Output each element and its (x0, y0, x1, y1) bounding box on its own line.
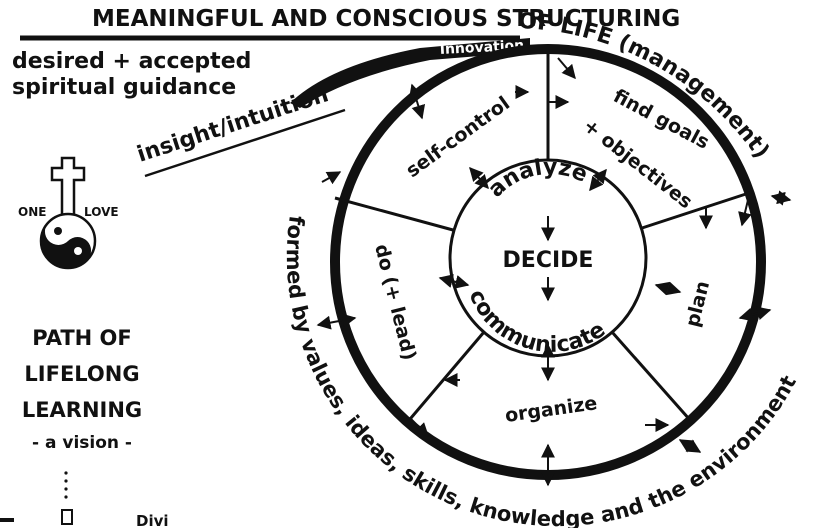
arrow-ring-innovation (408, 83, 426, 120)
path-title-line3: LEARNING (22, 398, 142, 422)
header-title-curve-path: OF LIFE (management) (518, 9, 774, 163)
arrow-ring-bottom-right (678, 439, 702, 453)
segment-plan: plan (682, 279, 715, 329)
header-title: MEANINGFUL AND CONSCIOUS STRUCTURING (92, 6, 680, 32)
arrow-ring-right-top (770, 190, 792, 206)
footer-fragment: Divi (136, 512, 169, 528)
center-analyze: analyze (484, 155, 591, 202)
path-title-line1: PATH OF (32, 326, 132, 350)
divider-left (334, 196, 454, 232)
guidance-line2: spiritual guidance (12, 75, 236, 100)
center-communicate: communicate (464, 286, 610, 358)
arrow-ring-left-top (321, 171, 342, 185)
arrow-inner-do (438, 274, 470, 289)
arrow-ring-right (738, 306, 772, 322)
center-analyze-path: analyze (484, 155, 591, 202)
path-title-line2: LIFELONG (24, 362, 139, 386)
path-title: PATH OF LIFELONG LEARNING - a vision - (22, 326, 142, 453)
divider-bottom-right (610, 331, 692, 421)
arrow-ring-top (557, 57, 576, 80)
cross-icon (50, 156, 86, 217)
center-communicate-path: communicate (464, 286, 610, 358)
footer-mark-1 (0, 518, 14, 522)
arrow-plan-in (738, 199, 752, 227)
path-title-line4: - a vision - (32, 433, 132, 453)
arrow-ring-bottom-left (409, 417, 429, 437)
arrow-inner-plan (654, 281, 682, 296)
one-love-logo: ONE LOVE (18, 156, 119, 270)
arrow-inner-self-control (469, 166, 489, 190)
innovation-wedge (290, 38, 530, 108)
arrow-inner-goals (589, 168, 607, 192)
insight-line (144, 108, 346, 178)
divider-right (641, 190, 753, 230)
logo-love: LOVE (84, 205, 119, 219)
footer-mark-2 (61, 509, 73, 525)
segment-do-lead: do (+ lead) (370, 242, 420, 363)
center-decide: DECIDE (503, 248, 594, 273)
header-title-curve: OF LIFE (management) (518, 9, 774, 163)
arrow-ring-left (316, 313, 357, 330)
segment-organize: organize (504, 392, 599, 427)
guidance-line1: desired + accepted (12, 49, 251, 74)
logo-one: ONE (18, 205, 46, 219)
